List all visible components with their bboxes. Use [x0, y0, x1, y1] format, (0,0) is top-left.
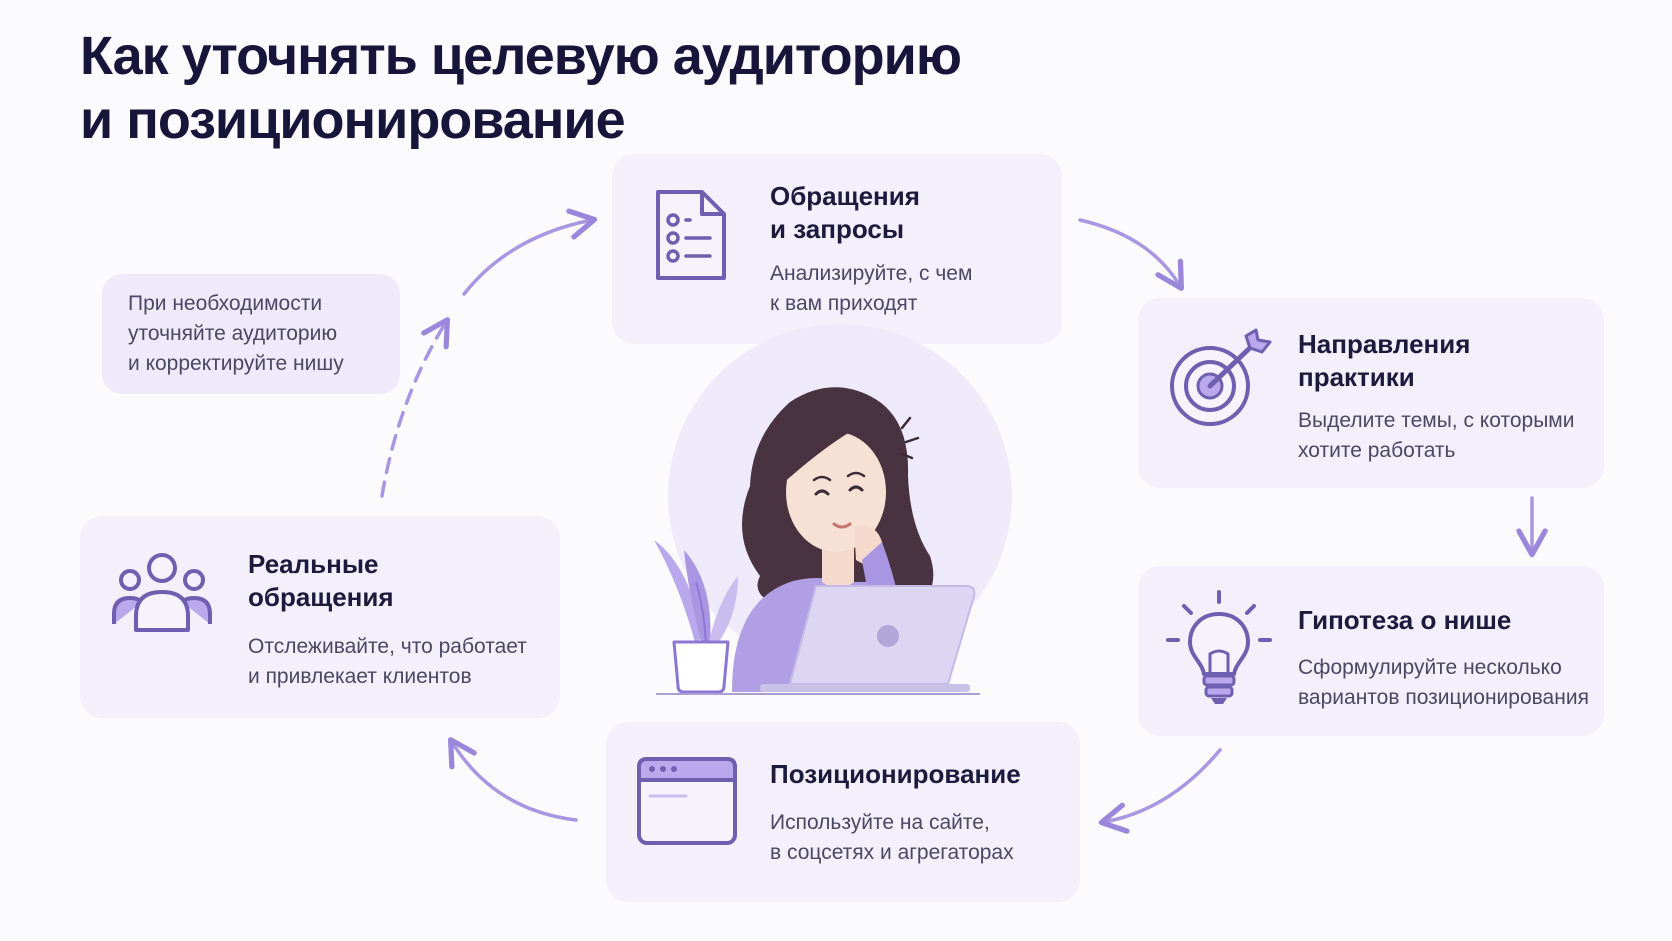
plant-illustration	[654, 540, 738, 694]
arrow-step-3-to-step-4	[1098, 748, 1222, 834]
checklist-document-icon	[656, 190, 726, 280]
step-4-text: Используйте на сайте, в соцсетях и агрег…	[770, 811, 1014, 864]
group-people-icon	[112, 553, 212, 632]
step-2-text: Выделите темы, с которыми хотите работат…	[1298, 409, 1575, 462]
browser-window-icon	[637, 757, 737, 845]
target-arrow-icon	[1170, 328, 1272, 426]
step-2-title: Направления практики	[1298, 329, 1471, 392]
arrow-step-4-to-step-5	[447, 737, 578, 822]
step-1-title: Обращения и запросы	[770, 181, 920, 244]
step-1-text: Анализируйте, с чем к вам приходят	[770, 262, 973, 315]
step-5-title: Реальные обращения	[248, 549, 394, 612]
arrow-step-5-to-note-dashed	[380, 317, 451, 498]
feedback-note-text: При необходимости уточняйте аудиторию и …	[128, 292, 344, 375]
step-3-text: Сформулируйте несколько вариантов позици…	[1298, 656, 1589, 709]
title-line-1: Как уточнять целевую аудиторию	[80, 26, 962, 86]
arrow-step-1-to-step-2	[1078, 218, 1184, 291]
step-3-title: Гипотеза о нише	[1298, 605, 1512, 635]
feedback-note	[102, 274, 400, 394]
step-4-title: Позиционирование	[770, 759, 1021, 789]
arrow-note-to-step-1	[462, 208, 598, 296]
woman-with-laptop-illustration	[654, 324, 1012, 695]
title-line-2: и позиционирование	[80, 90, 626, 150]
page-title: Как уточнять целевую аудиторию и позицио…	[80, 24, 962, 152]
lightbulb-icon	[1166, 590, 1272, 704]
step-5-text: Отслеживайте, что работает и привлекает …	[248, 635, 527, 688]
